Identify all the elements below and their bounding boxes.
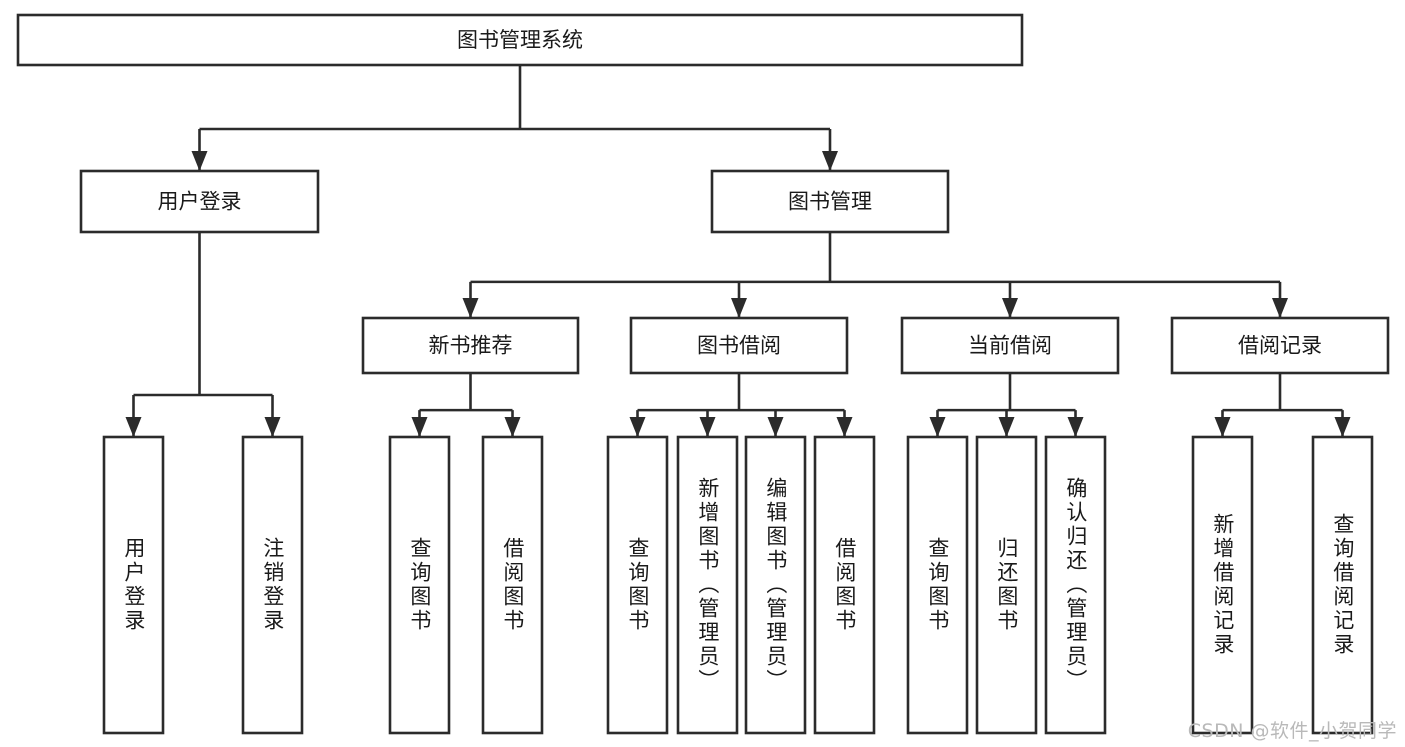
level2-node-user-login-label: 用户登录 [158, 190, 242, 214]
arrow-head-icon [191, 151, 208, 171]
leaf-node-leaf-query-book-cur-box[interactable] [906, 435, 969, 735]
arrow-head-icon [822, 151, 838, 171]
level3-node-book-borrow-box[interactable] [629, 316, 849, 375]
leaf-node-leaf-borrow-book-rec-box[interactable] [481, 435, 544, 735]
leaf-node-leaf-logout-box[interactable] [241, 435, 304, 735]
leaf-node-leaf-return-book-box[interactable] [975, 435, 1038, 735]
watermark-text: CSDN @软件_小贺同学 [1187, 720, 1397, 742]
arrow-head-icon [731, 298, 747, 318]
arrow-head-icon [629, 417, 646, 437]
leaf-node-leaf-confirm-return-box[interactable] [1044, 435, 1107, 735]
arrow-head-icon [998, 417, 1015, 437]
level3-node-new-book-rec-box[interactable] [361, 316, 580, 375]
arrow-head-icon [1214, 417, 1231, 437]
arrow-head-icon [699, 417, 716, 437]
leaf-node-leaf-borrow-book-box[interactable] [813, 435, 876, 735]
leaf-node-leaf-user-login-box[interactable] [102, 435, 165, 735]
arrow-head-icon [767, 417, 784, 437]
leaf-node-leaf-add-record-box[interactable] [1191, 435, 1254, 735]
level2-node-user-login-box[interactable] [79, 169, 320, 234]
leaf-node-leaf-query-book-rec-box[interactable] [388, 435, 451, 735]
root-node-box[interactable] [16, 13, 1024, 67]
arrow-head-icon [264, 417, 281, 437]
connector-layer [125, 65, 1351, 437]
level3-node-book-borrow-label: 图书借阅 [697, 334, 781, 358]
arrow-head-icon [1067, 417, 1084, 437]
arrow-head-icon [462, 298, 479, 318]
arrow-head-icon [411, 417, 428, 437]
leaf-node-leaf-add-book-box[interactable] [676, 435, 739, 735]
level3-node-borrow-record-label: 借阅记录 [1238, 334, 1322, 358]
level2-node-book-manage-box[interactable] [710, 169, 950, 234]
arrow-head-icon [1272, 298, 1288, 318]
leaf-node-leaf-edit-book-box[interactable] [744, 435, 807, 735]
arrow-head-icon [125, 417, 142, 437]
arrow-head-icon [1002, 298, 1018, 318]
arrow-head-icon [504, 417, 521, 437]
root-node-label: 图书管理系统 [457, 28, 583, 52]
leaf-node-leaf-query-record-box[interactable] [1311, 435, 1374, 735]
level3-node-borrow-record-box[interactable] [1170, 316, 1390, 375]
level3-node-current-borrow-label: 当前借阅 [968, 334, 1052, 358]
arrow-head-icon [1334, 417, 1351, 437]
arrow-head-icon [836, 417, 853, 437]
arrow-head-icon [929, 417, 946, 437]
level3-node-current-borrow-box[interactable] [900, 316, 1120, 375]
level3-node-new-book-rec-label: 新书推荐 [429, 334, 513, 358]
level2-node-book-manage-label: 图书管理 [788, 190, 872, 214]
leaf-node-leaf-query-book-box[interactable] [606, 435, 669, 735]
